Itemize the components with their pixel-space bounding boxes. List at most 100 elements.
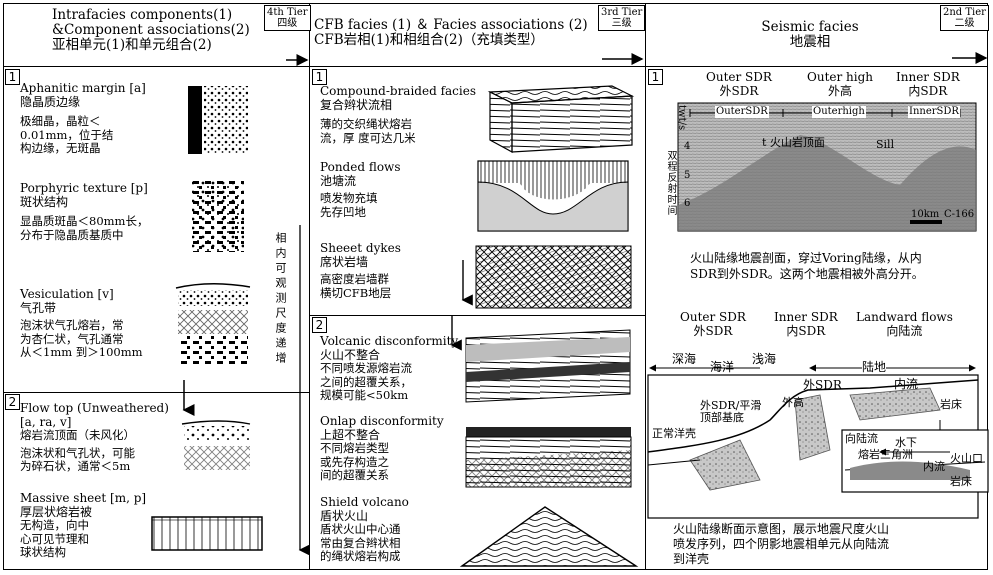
ponded-flows-block: Ponded flows 池塘流 喷发物充填 先存凹地 [320,160,400,219]
col3-header: Seismic facies 地震相 [760,20,860,50]
inner-sdr-unit [849,387,941,421]
item-desc: 不同熔岩类型 [320,441,389,455]
label-cn: 外SDR [719,84,759,98]
item-title: Shield volcano [320,495,409,509]
sheet-dykes-hatch [476,246,631,308]
lava-delta-unit [850,461,970,480]
col3-section1-number: 1 [648,69,663,85]
figure-frame [3,3,988,570]
column-divider-1 [309,3,310,570]
item-desc: 球状结构 [20,545,66,559]
bar-label-outer-sdr: OuterSDR [715,106,769,118]
schematic-outer-sdr-label: Outer SDR 外SDR [680,310,746,338]
col3-tier-badge: 2nd Tier 二级 [940,5,989,31]
vent-annotation: 火山口 [950,452,983,465]
volcanic-disconformity-grey [466,337,630,362]
bar-label-inner-sdr: InnerSDR [908,106,960,118]
sill-label: Sill [876,138,895,151]
vesiculation-block: Vesiculation [v] 气孔带 泡沫状气孔熔岩，常 为杏仁状，气孔通常… [20,287,143,360]
item-desc: 心可见节理和 [20,531,89,546]
vesiculation-top-line [175,282,251,289]
oceanic-crust-line [647,459,701,466]
col2-section1-number: 1 [312,69,327,85]
item-desc: 薄的交织绳状熔岩 [320,117,412,131]
col1-header-line1: Intrafacies components(1) [52,7,233,23]
item-desc: 流，厚 度可达几米 [320,130,416,145]
sheet-dykes-block: Sheeet dykes 席状岩墙 高密度岩墙群 横切CFB地层 [320,241,401,300]
item-desc: 间的超覆关系 [320,468,389,482]
label-cn: 外高 [828,84,853,98]
seismic-inner-sdr-label: Inner SDR 内SDR [896,70,960,98]
sill-annotation: 岩床 [940,398,962,411]
tier-cn: 三级 [611,18,632,29]
schematic-caption: 火山陆缘断面示意图，展示地震尺度火山 喷发序列，四个阴影地震相单元从向陆流 到洋… [673,522,889,567]
col3-header-line1: Seismic facies [761,19,859,35]
tier-cn: 四级 [277,18,298,29]
col2-section2-number: 2 [312,317,327,333]
item-cn: 复合辫状流相 [320,98,393,112]
shield-volcano-shape [459,506,639,567]
item-cn: 池塘流 [320,174,357,188]
massive-sheet-block: Massive sheet [m, p] 厚层状熔岩被 无构造，向中 心可见节理… [20,491,146,560]
land-label: 陆地 [862,360,887,374]
col3-header-rule [645,66,988,67]
porphyric-texture-dots [192,180,244,252]
item-desc: 或先存构造之 [320,454,389,469]
caption-line: 火山陆缘断面示意图，展示地震尺度火山 [673,522,890,536]
item-desc: 高密度岩墙群 [320,272,389,286]
line-id-label: C-166 [944,209,975,220]
item-cn: 斑状结构 [20,195,69,209]
caption-line: SDR到外SDR。这两个地震相被外高分开。 [690,267,924,281]
item-title: Massive sheet [m, p] [20,491,147,505]
item-desc: 为杏仁状，气孔通常 [20,331,124,346]
label-en: Inner SDR [774,310,838,324]
col1-header-rule [3,66,309,67]
item-cn: 盾状火山 [320,509,369,523]
porphyric-texture-block: Porphyric texture [p] 斑状结构 显晶质斑晶＜80mm长， … [20,181,148,242]
item-desc: 不同喷发源熔岩流 [320,361,412,375]
col2-tier-badge: 3rd Tier 三级 [598,5,646,31]
massive-sheet-pattern [151,516,263,551]
scale-label: 10km [911,209,940,220]
compound-braided-front [511,95,633,153]
item-desc: 极细晶，晶粒＜ [20,114,101,128]
item-title: Porphyric texture [p] [20,181,148,195]
item-desc: 熔岩流顶面（未风化） [20,428,135,442]
item-desc: 的绳状熔岩构成 [320,549,401,563]
outer-sdr-unit [689,439,761,491]
item-title: Onlap disconformity [320,414,444,428]
item-desc: 为碎石状，通常＜5m [20,459,131,473]
vesiculation-dots [178,290,248,306]
landward-annotation: 向陆流 [845,432,878,445]
item-desc: 构边缘，无斑晶 [20,141,101,155]
label-en: Inner SDR [896,70,960,84]
col1-section2-number: 2 [5,394,20,410]
label-en: Outer SDR [680,310,746,324]
item-title: Volcanic disconformity [320,334,459,348]
item-desc: 泡沫状和气孔状，可能 [20,445,135,460]
item-desc: 规模可能<50km [320,388,409,402]
normal-crust-annotation: 正常洋壳 [652,427,696,440]
caption-line: 火山陆缘地震剖面，穿过Voring陆缘，从内 [690,251,922,265]
axis-tick: 5 [684,170,691,181]
tier-cn: 二级 [954,18,975,29]
col2-header-rule [309,66,645,67]
schematic-inner-sdr-label: Inner SDR 内SDR [774,310,838,338]
tier-en: 4th Tier [267,7,308,18]
flow-top-block: Flow top (Unweathered) [a, ra, v] 熔岩流顶面（… [20,401,169,474]
scale-bar [910,220,942,224]
seismic-outer-high-label: Outer high 外高 [807,70,873,98]
label-en: Outer high [807,70,874,84]
crust-top-line [647,379,979,453]
compound-braided-block: Compound-braided facies 复合辫状流相 薄的交织绳状熔岩 … [320,84,476,145]
label-cn: 内SDR [908,84,948,98]
deep-sea-label: 深海 [672,352,697,366]
shallow-sea-label: 浅海 [752,352,777,366]
scale-increase-label: 相内可观测尺度递增 [274,232,287,367]
inner-annotation: 内流 [923,460,945,473]
onlap-crossing [466,450,631,487]
col2-section-rule [309,315,645,316]
item-cn: 厚层状熔岩被 [20,505,93,519]
